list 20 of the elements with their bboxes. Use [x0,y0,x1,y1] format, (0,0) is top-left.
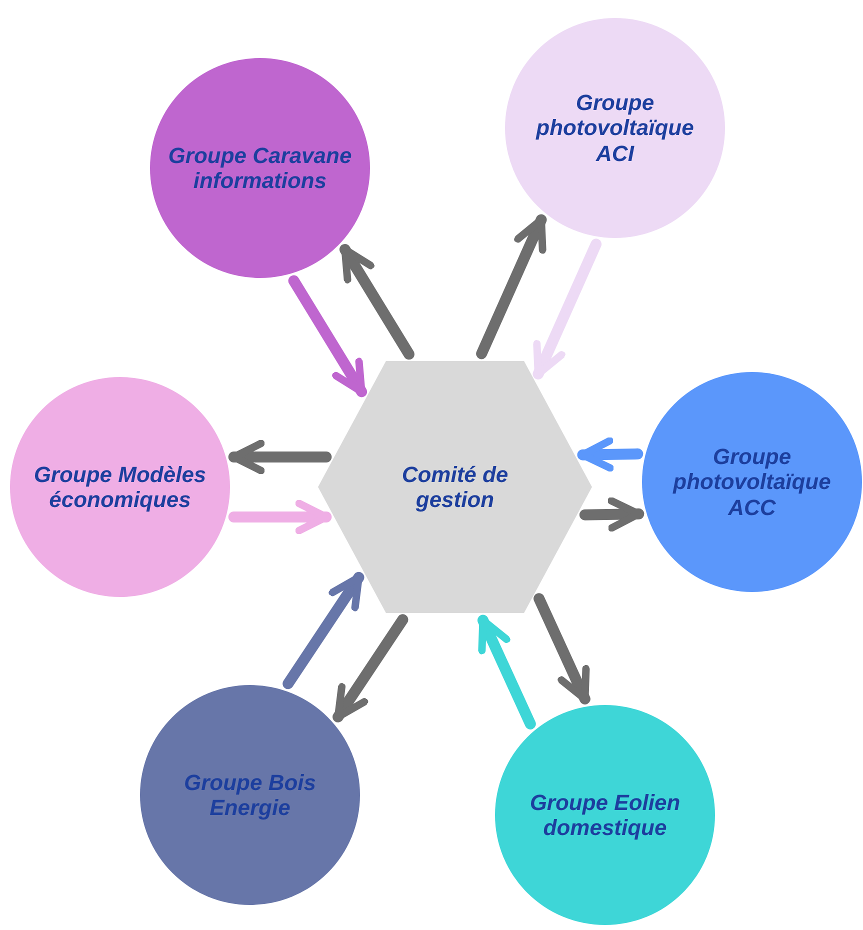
arrow [577,437,644,472]
node-label: Groupe Caravane informations [168,142,352,194]
node-label: Groupe Bois Energie [182,770,317,820]
arrow [228,440,332,474]
arrow [579,497,644,532]
arrow [228,500,332,534]
arrow [532,238,602,380]
node-label: Groupe Eolien domestique [528,790,682,840]
arrow [534,593,590,704]
arrow [476,214,547,360]
hexagon-node [318,361,592,613]
arrow [282,572,364,690]
arrow [332,614,408,722]
node-label: Groupe photovoltaïque ACC [672,444,832,520]
arrow [339,244,414,360]
arrow [477,614,536,730]
arrow [288,275,368,398]
node-label: Groupe Modèles économiques [32,462,208,512]
node-label: Comité de gestion [400,462,510,512]
node-label: Groupe photovoltaïque ACI [534,90,695,166]
